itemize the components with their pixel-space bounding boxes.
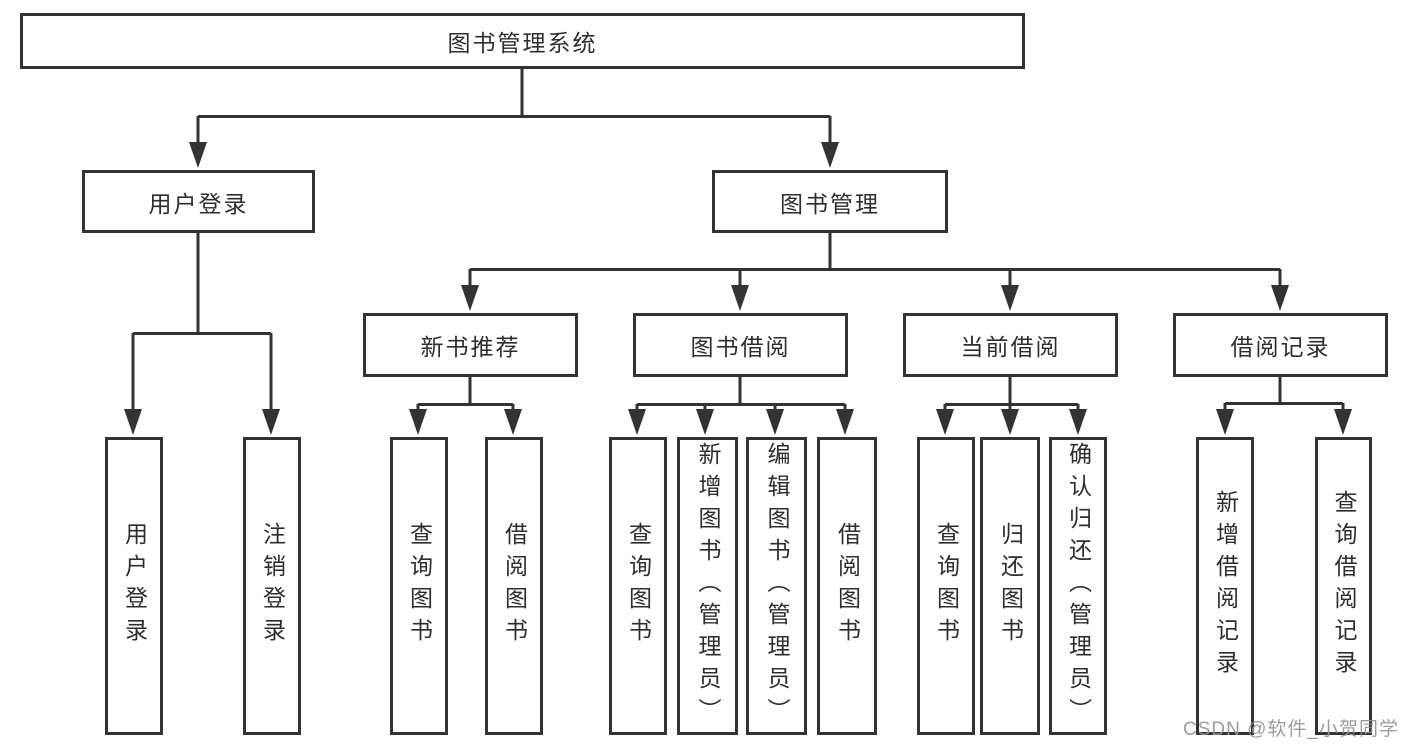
leaf-query-books-current: 查询图书 — [917, 437, 975, 735]
leaf-borrow-books-recommend-label: 借阅图书 — [501, 522, 528, 650]
connector-current-children — [936, 377, 1087, 435]
leaf-query-books-recommend-label: 查询图书 — [406, 522, 433, 650]
leaf-borrow-books-recommend: 借阅图书 — [485, 437, 543, 735]
leaf-confirm-return-admin-label: 确认归还（管理员） — [1065, 442, 1092, 730]
leaf-add-borrow-record: 新增借阅记录 — [1196, 437, 1254, 735]
node-borrow-records-label: 借阅记录 — [1230, 334, 1331, 360]
connector-user-login-children — [124, 233, 280, 435]
node-current-borrow: 当前借阅 — [903, 313, 1118, 377]
leaf-user-login: 用户登录 — [105, 437, 163, 735]
leaf-query-borrow-record-label: 查询借阅记录 — [1331, 490, 1357, 682]
leaf-edit-book-admin-label: 编辑图书（管理员） — [764, 442, 790, 730]
node-new-book-recommend: 新书推荐 — [363, 313, 578, 377]
leaf-query-books-recommend: 查询图书 — [390, 437, 448, 735]
leaf-query-books-borrow: 查询图书 — [609, 437, 667, 735]
leaf-return-book-label: 归还图书 — [997, 522, 1024, 650]
node-book-management: 图书管理 — [712, 170, 948, 233]
connector-root-to-level2 — [189, 69, 839, 168]
leaf-logout-label: 注销登录 — [259, 522, 286, 650]
leaf-query-books-current-label: 查询图书 — [933, 522, 960, 650]
node-current-borrow-label: 当前借阅 — [960, 334, 1061, 360]
leaf-add-book-admin: 新增图书（管理员） — [677, 437, 738, 735]
connector-book-mgmt-children — [461, 233, 1289, 311]
node-borrow-records: 借阅记录 — [1173, 313, 1388, 377]
leaf-return-book: 归还图书 — [980, 437, 1040, 735]
leaf-add-borrow-record-label: 新增借阅记录 — [1212, 490, 1239, 682]
leaf-confirm-return-admin: 确认归还（管理员） — [1049, 437, 1107, 735]
leaf-add-book-admin-label: 新增图书（管理员） — [695, 442, 721, 730]
node-root: 图书管理系统 — [20, 13, 1025, 69]
leaf-logout: 注销登录 — [243, 437, 301, 735]
leaf-query-books-borrow-label: 查询图书 — [625, 522, 652, 650]
leaf-borrow-books-borrow-label: 借阅图书 — [834, 522, 861, 650]
leaf-borrow-books-borrow: 借阅图书 — [817, 437, 877, 735]
leaf-edit-book-admin: 编辑图书（管理员） — [746, 437, 807, 735]
leaf-query-borrow-record: 查询借阅记录 — [1315, 437, 1372, 735]
connector-records-children — [1216, 377, 1352, 435]
node-book-management-label: 图书管理 — [780, 190, 880, 217]
node-book-borrow-label: 图书借阅 — [690, 334, 791, 360]
csdn-watermark: CSDN @软件_小贺同学 — [1183, 719, 1399, 740]
node-new-book-recommend-label: 新书推荐 — [420, 334, 521, 360]
node-user-login: 用户登录 — [82, 170, 315, 233]
connector-borrow-children — [628, 377, 854, 435]
leaf-user-login-label: 用户登录 — [121, 522, 148, 650]
node-user-login-label: 用户登录 — [148, 190, 249, 217]
connector-recommend-children — [409, 377, 522, 435]
node-root-label: 图书管理系统 — [447, 30, 598, 56]
node-book-borrow: 图书借阅 — [633, 313, 848, 377]
